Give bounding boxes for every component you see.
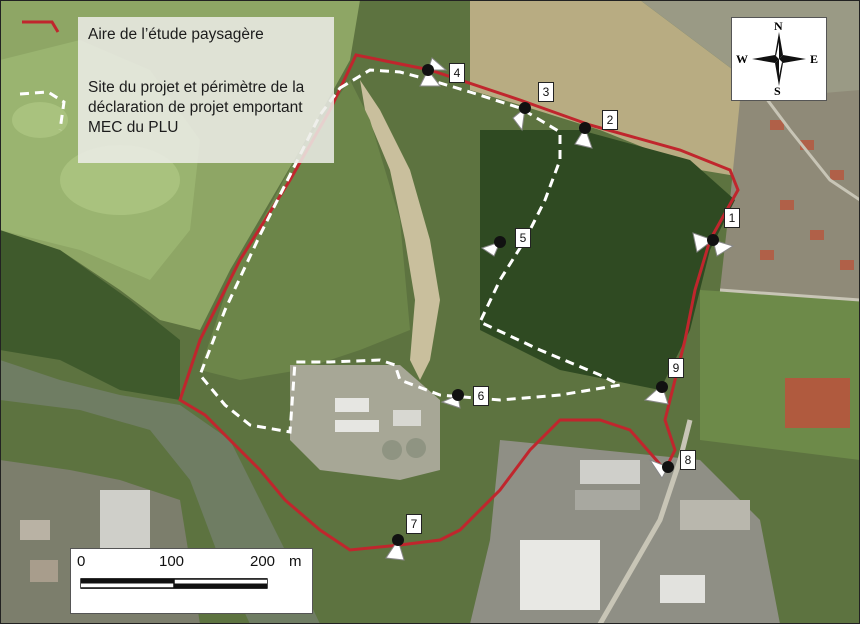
compass-south: S (774, 84, 781, 98)
viewpoint-label-7: 7 (406, 514, 422, 534)
viewpoint-label-3: 3 (538, 82, 554, 102)
legend-red-line-symbol (22, 20, 60, 33)
viewpoint-marker-8[interactable] (648, 458, 674, 479)
legend-project-site-label: Site du projet et périmètre de la déclar… (88, 79, 305, 136)
viewpoint-marker-6[interactable] (440, 389, 464, 409)
scale-label-100: 100 (159, 553, 185, 570)
legend-white-dashed-symbol (19, 90, 66, 131)
compass-east: E (810, 52, 819, 66)
viewpoint-label-2: 2 (602, 110, 618, 130)
study-area-outline (178, 53, 740, 552)
viewpoint-marker-3[interactable] (512, 102, 531, 132)
compass-north: N (774, 19, 783, 33)
scale-bar: 0 100 200 m (70, 548, 313, 614)
viewpoint-marker-9[interactable] (643, 381, 669, 405)
viewpoint-marker-2[interactable] (574, 122, 593, 149)
viewpoint-label-5: 5 (515, 228, 531, 248)
compass-west: W (736, 52, 748, 66)
viewpoint-label-8: 8 (680, 450, 696, 470)
viewpoint-marker-1[interactable] (692, 232, 735, 257)
viewpoint-marker-5[interactable] (480, 236, 506, 257)
legend-study-area-label: Aire de l’étude paysagère (88, 26, 264, 43)
scale-label-0: 0 (77, 553, 86, 570)
scale-label-200: 200 (250, 553, 276, 570)
viewpoint-label-6: 6 (473, 386, 489, 406)
scale-unit: m (289, 553, 302, 570)
viewpoint-marker-4[interactable] (419, 57, 448, 87)
viewpoint-marker-7[interactable] (385, 534, 405, 561)
viewpoint-label-1: 1 (724, 208, 740, 228)
map-legend: Aire de l’étude paysagère Site du projet… (78, 17, 334, 163)
viewpoint-label-4: 4 (449, 63, 465, 83)
viewpoint-label-9: 9 (668, 358, 684, 378)
compass-rose: N S W E (731, 17, 827, 101)
legend-symbols (19, 20, 66, 131)
